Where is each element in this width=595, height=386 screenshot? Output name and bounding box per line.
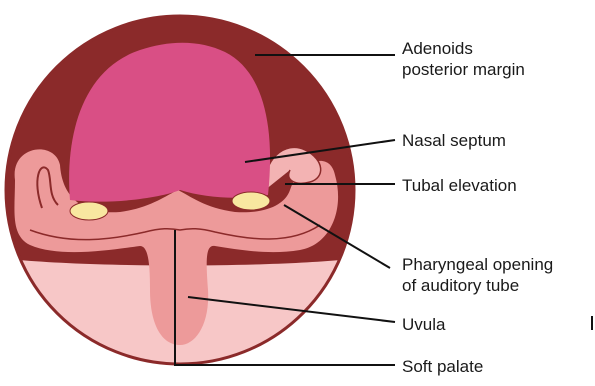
label-adenoids-line2: posterior margin [402,59,525,80]
label-pharyngeal-opening-line1: Pharyngeal opening [402,254,553,275]
label-nasal-septum: Nasal septum [402,130,506,151]
left-tubal-opening [70,202,108,220]
label-tubal-elevation: Tubal elevation [402,175,517,196]
label-adenoids-line1: Adenoids [402,38,525,59]
endoscopic-view [0,0,400,381]
right-tubal-opening [232,192,270,210]
label-uvula: Uvula [402,314,445,335]
label-pharyngeal-opening: Pharyngeal opening of auditory tube [402,254,553,296]
label-soft-palate: Soft palate [402,356,483,377]
label-pharyngeal-opening-line2: of auditory tube [402,275,553,296]
label-adenoids: Adenoids posterior margin [402,38,525,80]
